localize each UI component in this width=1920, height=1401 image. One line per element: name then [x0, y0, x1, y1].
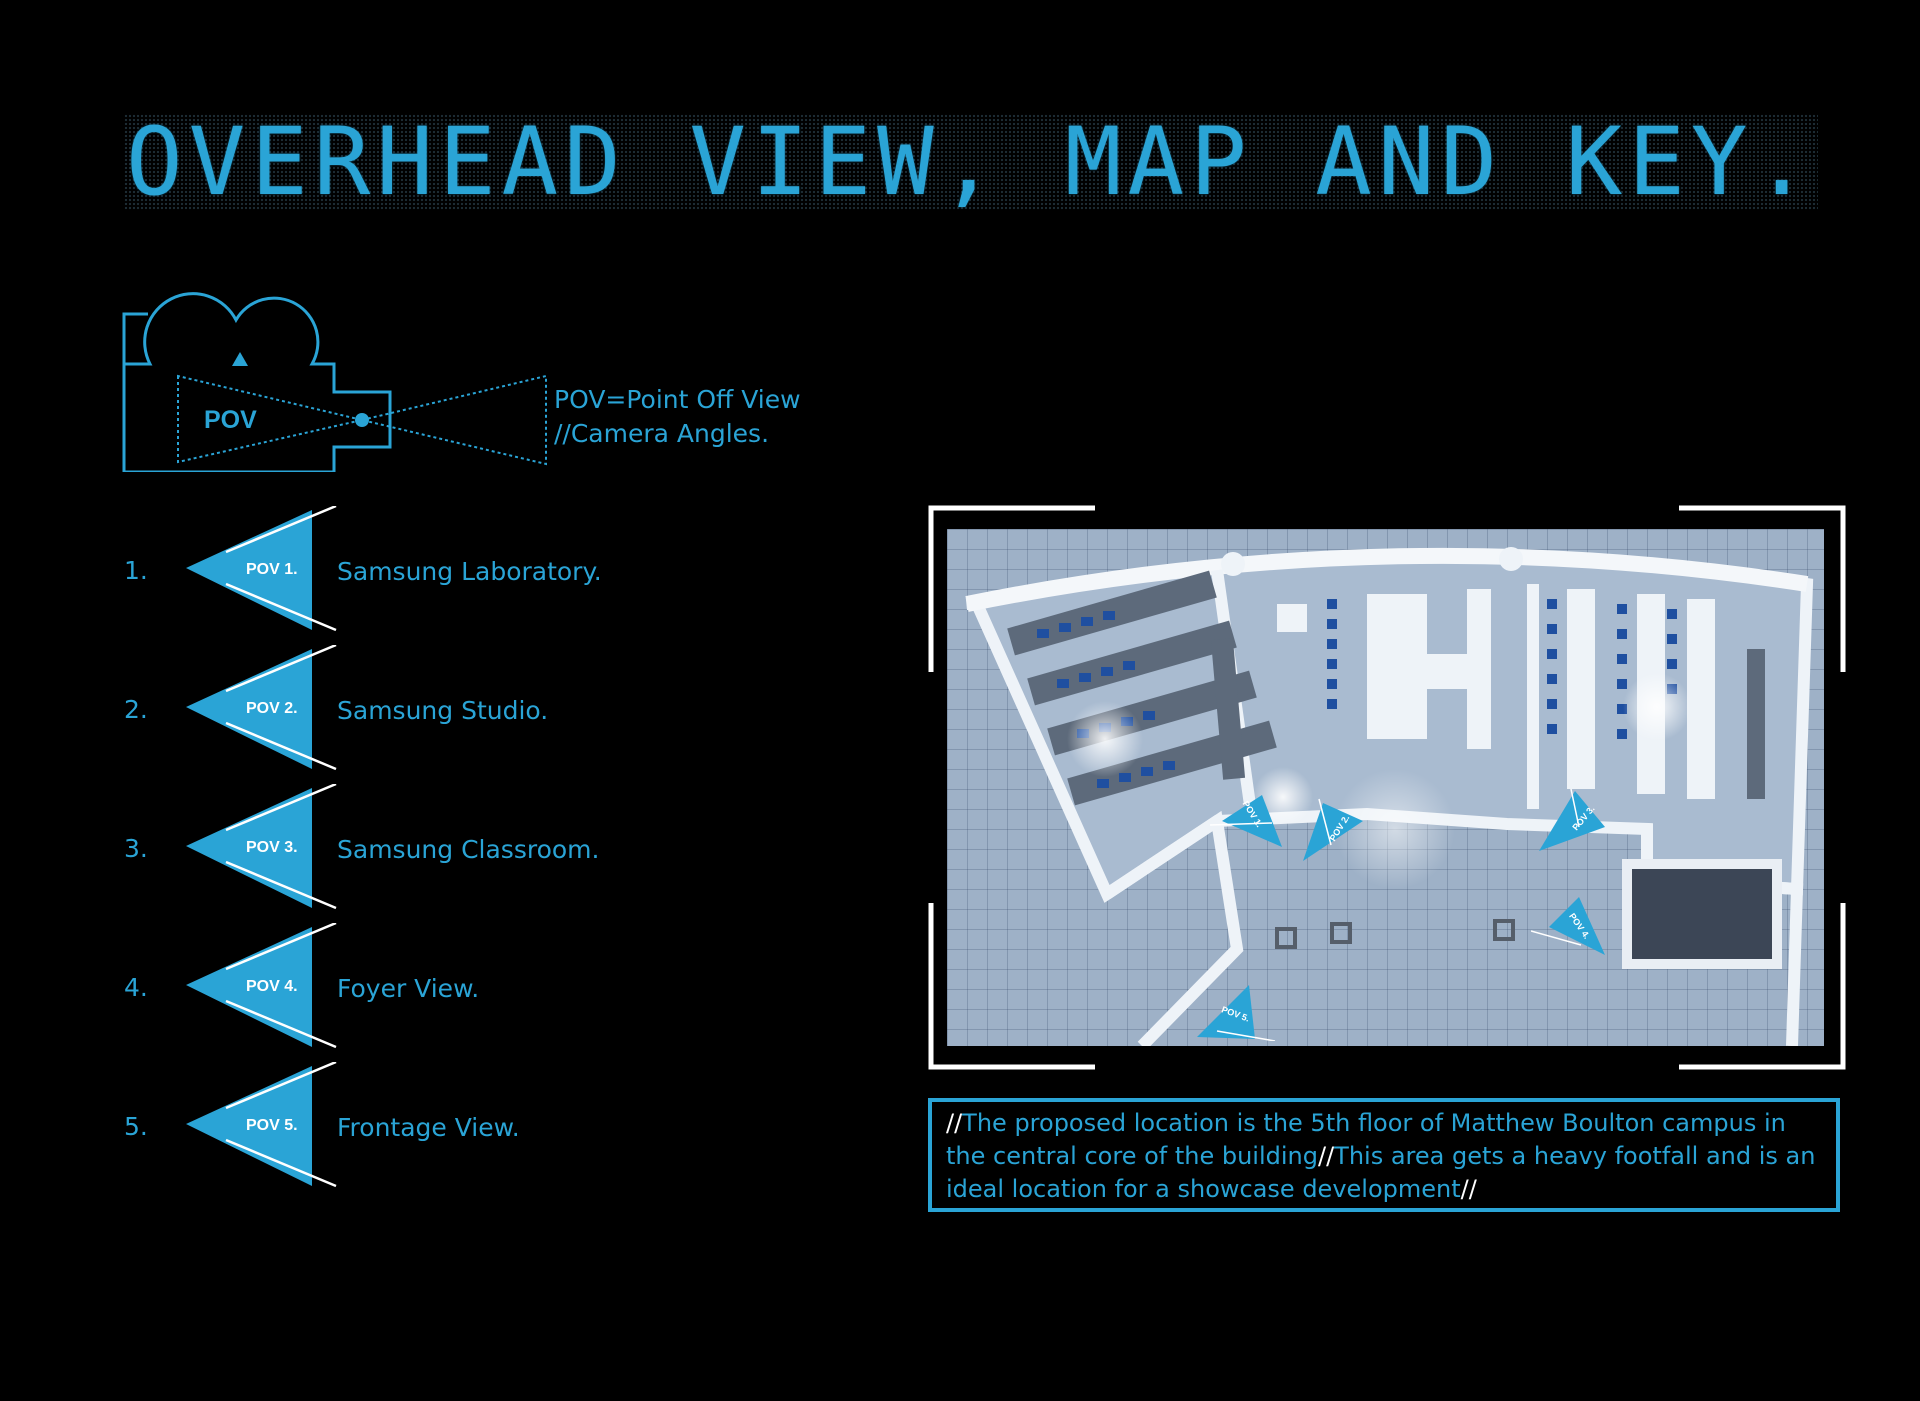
pov-marker-label: POV 1.	[246, 561, 298, 578]
separator: //	[1460, 1175, 1477, 1203]
pov-definition-line: POV=Point Off View	[554, 385, 801, 414]
key-number: 5.	[124, 1112, 148, 1141]
pov-marker-icon	[1303, 798, 1363, 861]
key-label: Frontage View.	[337, 1113, 520, 1142]
pov-definition-line: //Camera Angles.	[554, 419, 770, 448]
pov-marker-label: POV 5.	[246, 1117, 298, 1134]
page-title: OVERHEAD VIEW, MAP AND KEY.	[124, 107, 1819, 217]
pov-marker-label: POV 2.	[246, 700, 298, 717]
description-text: This area gets a heavy footfall and is a…	[946, 1142, 1816, 1203]
pov-marker-icon	[186, 923, 337, 1049]
key-label: Foyer View.	[337, 974, 480, 1003]
key-item-3: 3. POV 3. Samsung Classroom.	[0, 784, 700, 934]
location-description: //The proposed location is the 5th floor…	[928, 1098, 1840, 1212]
pov-marker-icon	[1197, 985, 1276, 1041]
map-viewfinder-frame	[928, 505, 1846, 1070]
camera-pov-icon	[122, 292, 547, 472]
pov-marker-icon	[186, 645, 337, 771]
key-label: Samsung Studio.	[337, 696, 549, 725]
key-number: 3.	[124, 834, 148, 863]
pov-definition: POV=Point Off View //Camera Angles.	[554, 383, 801, 451]
key-label: Samsung Classroom.	[337, 835, 600, 864]
description-text: The proposed location is the 5th floor o…	[946, 1109, 1786, 1170]
pov-marker-icon	[186, 1062, 337, 1188]
key-item-4: 4. POV 4. Foyer View.	[0, 923, 700, 1073]
separator: //	[1318, 1142, 1335, 1170]
key-item-5: 5. POV 5. Frontage View.	[0, 1062, 700, 1212]
map-marker-pov-4: POV 4.	[1531, 891, 1611, 961]
pov-marker-icon	[1539, 788, 1605, 851]
key-item-1: 1. POV 1. Samsung Laboratory.	[0, 506, 700, 656]
pov-marker-icon	[186, 784, 337, 910]
key-item-2: 2. POV 2. Samsung Studio.	[0, 645, 700, 795]
map-marker-pov-5: POV 5.	[1197, 981, 1277, 1041]
key-number: 1.	[124, 556, 148, 585]
key-label: Samsung Laboratory.	[337, 557, 602, 586]
pov-marker-icon	[186, 506, 337, 632]
pov-marker-icon	[1531, 897, 1605, 955]
pov-marker-label: POV 3.	[246, 839, 298, 856]
separator: //	[946, 1109, 963, 1137]
map-marker-pov-2: POV 2.	[1295, 791, 1375, 871]
camera-pov-label: POV	[204, 406, 257, 434]
key-number: 4.	[124, 973, 148, 1002]
pov-marker-icon	[1209, 795, 1282, 847]
pov-marker-label: POV 4.	[246, 978, 298, 995]
map-marker-pov-3: POV 3.	[1535, 787, 1615, 857]
map-marker-pov-1: POV 1.	[1202, 791, 1292, 851]
key-number: 2.	[124, 695, 148, 724]
overhead-floor-map: POV 1. POV 2. POV 3. POV 4. POV 5.	[947, 529, 1824, 1046]
